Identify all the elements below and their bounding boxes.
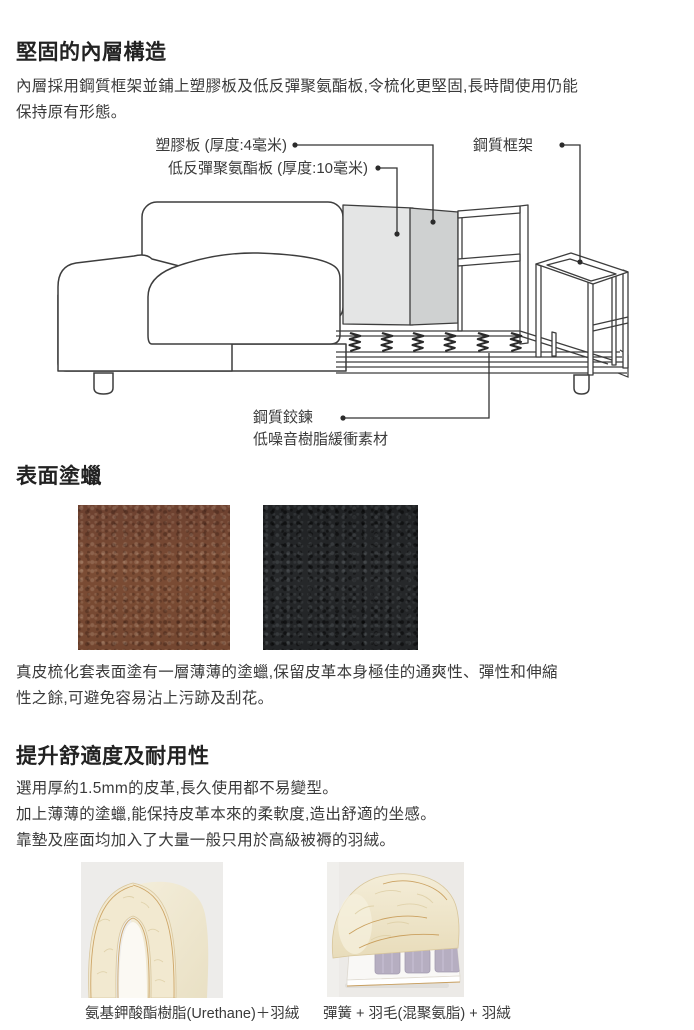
paragraph-line: 性之餘,可避免容易沾上污跡及刮花。: [16, 690, 274, 707]
sofa-structure-diagram: 塑膠板 (厚度:4毫米) 低反彈聚氨酯板 (厚度:10毫米) 鋼質框架 鋼質鉸鍊…: [0, 135, 694, 455]
heading-inner-structure: 堅固的內層構造: [16, 41, 167, 64]
paragraph-line: 保持原有形態。: [16, 104, 127, 121]
figure-spring-cushion: [327, 862, 464, 997]
diagram-label-steel-hinge: 鋼質鉸鍊: [253, 409, 314, 426]
paragraph-surface-wax: 真皮梳化套表面塗有一層薄薄的塗蠟,保留皮革本身極佳的通爽性、彈性和伸縮 性之餘,…: [16, 660, 686, 712]
figure-urethane-cushion: [81, 862, 223, 998]
heading-comfort-durability: 提升舒適度及耐用性: [16, 745, 210, 768]
paragraph-line: 真皮梳化套表面塗有一層薄薄的塗蠟,保留皮革本身極佳的通爽性、彈性和伸縮: [16, 664, 558, 681]
paragraph-line: 靠墊及座面均加入了大量一般只用於高級被褥的羽絨。: [16, 832, 396, 849]
paragraph-line: 內層採用鋼質框架並鋪上塑膠板及低反彈聚氨酯板,令梳化更堅固,長時間使用仍能: [16, 78, 579, 95]
caption-urethane-cushion: 氨基鉀酸酯樹脂(Urethane)＋羽絨: [85, 1006, 300, 1022]
swatch-black-leather: [263, 505, 418, 650]
paragraph-line: 選用厚約1.5mm的皮革,長久使用都不易變型。: [16, 780, 339, 797]
swatch-brown-leather: [78, 505, 230, 650]
sofa-cutaway-illustration: [57, 142, 629, 421]
caption-spring-cushion: 彈簧 + 羽毛(混聚氨脂) + 羽絨: [323, 1006, 511, 1022]
paragraph-line: 加上薄薄的塗蠟,能保持皮革本來的柔軟度,造出舒適的坐感。: [16, 806, 437, 823]
paragraph-comfort: 選用厚約1.5mm的皮革,長久使用都不易變型。 加上薄薄的塗蠟,能保持皮革本來的…: [16, 776, 686, 854]
diagram-label-plastic-board: 塑膠板 (厚度:4毫米): [155, 137, 287, 154]
heading-surface-wax: 表面塗蠟: [16, 465, 102, 488]
diagram-label-pu-board: 低反彈聚氨酯板 (厚度:10毫米): [167, 160, 368, 177]
paragraph-inner-structure: 內層採用鋼質框架並鋪上塑膠板及低反彈聚氨酯板,令梳化更堅固,長時間使用仍能 保持…: [16, 74, 686, 126]
diagram-label-resin-buffer: 低噪音樹脂緩衝素材: [253, 431, 389, 448]
diagram-label-steel-frame: 鋼質框架: [473, 137, 534, 154]
